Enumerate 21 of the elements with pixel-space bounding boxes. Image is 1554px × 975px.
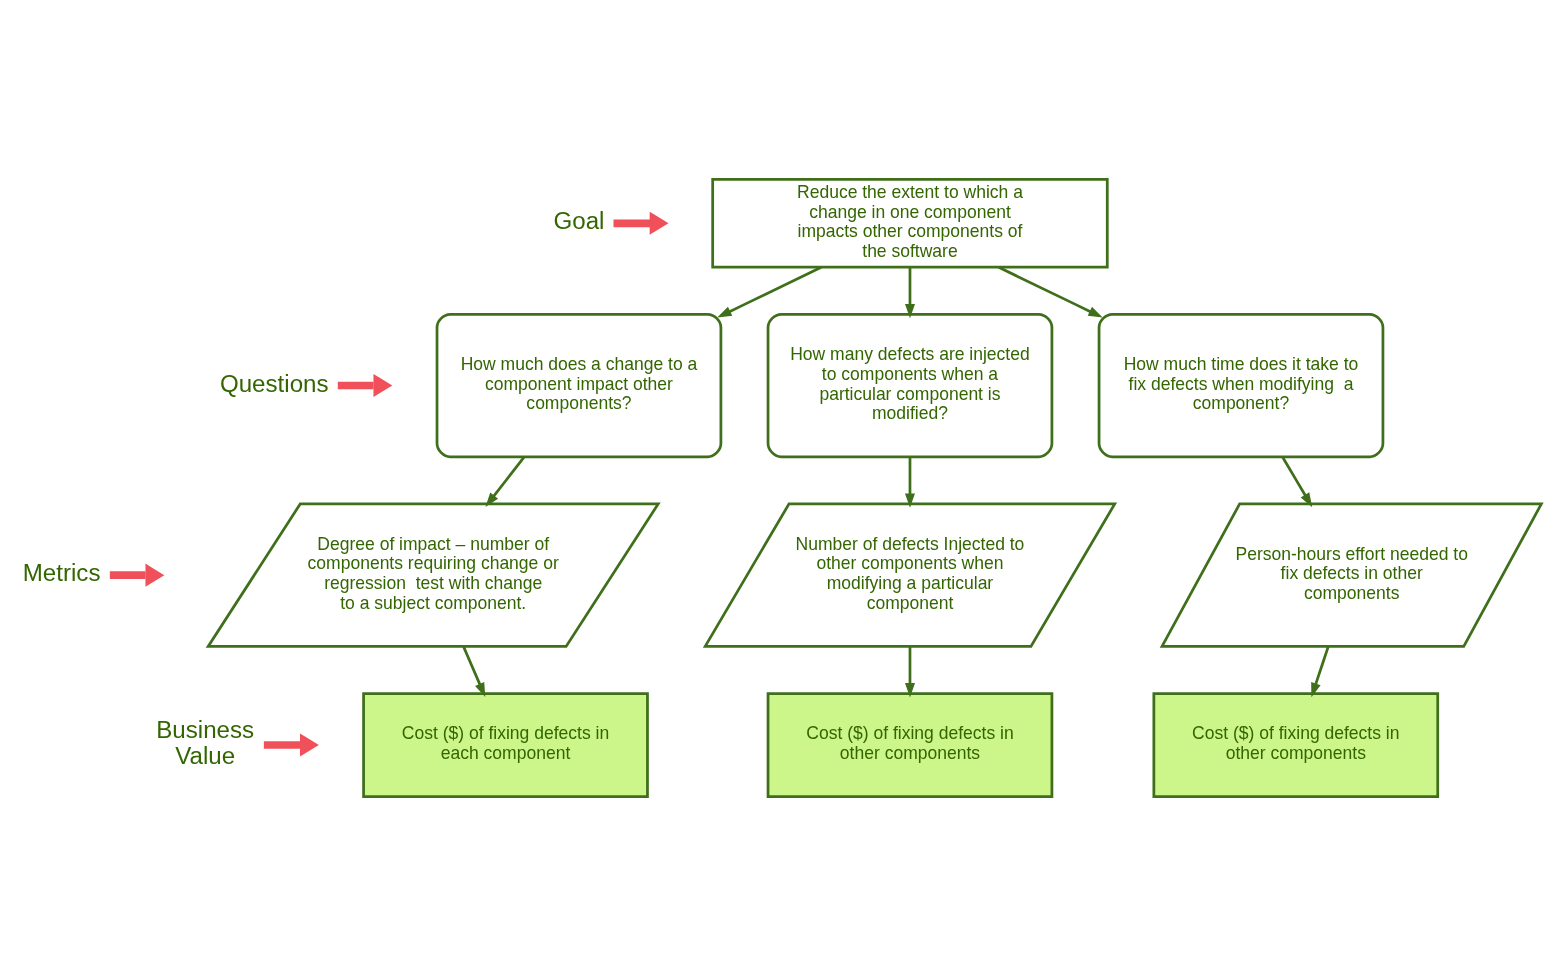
node-text: Business Value <box>155 715 254 769</box>
arrow <box>1310 645 1329 697</box>
arrow <box>613 211 668 235</box>
arrow <box>716 265 822 318</box>
node-text: Goal <box>552 206 604 234</box>
arrow <box>1280 455 1312 507</box>
arrow <box>997 265 1103 318</box>
node-box: Cost ($) of fixing defects in other components <box>766 691 1053 798</box>
arrow <box>461 645 485 697</box>
node-text: Questions <box>219 369 329 397</box>
arrow <box>904 266 915 318</box>
node-box: Reduce the extent to which a change in one component impacts other components of the software <box>710 177 1109 268</box>
node-box: Cost ($) of fixing defects in other components <box>1152 691 1439 798</box>
arrow <box>484 455 525 507</box>
node-text: Metrics <box>22 558 100 586</box>
node-box: Cost ($) of fixing defects in each component <box>361 691 649 798</box>
arrow <box>904 456 915 508</box>
node-box: How much time does it take to fix defects when modifying a component? <box>1097 312 1384 458</box>
node-box: How much does a change to a component impact other components? <box>435 312 722 458</box>
arrow <box>904 646 915 697</box>
node-box: How many defects are injected to components when a particular component is modified? <box>766 312 1053 458</box>
